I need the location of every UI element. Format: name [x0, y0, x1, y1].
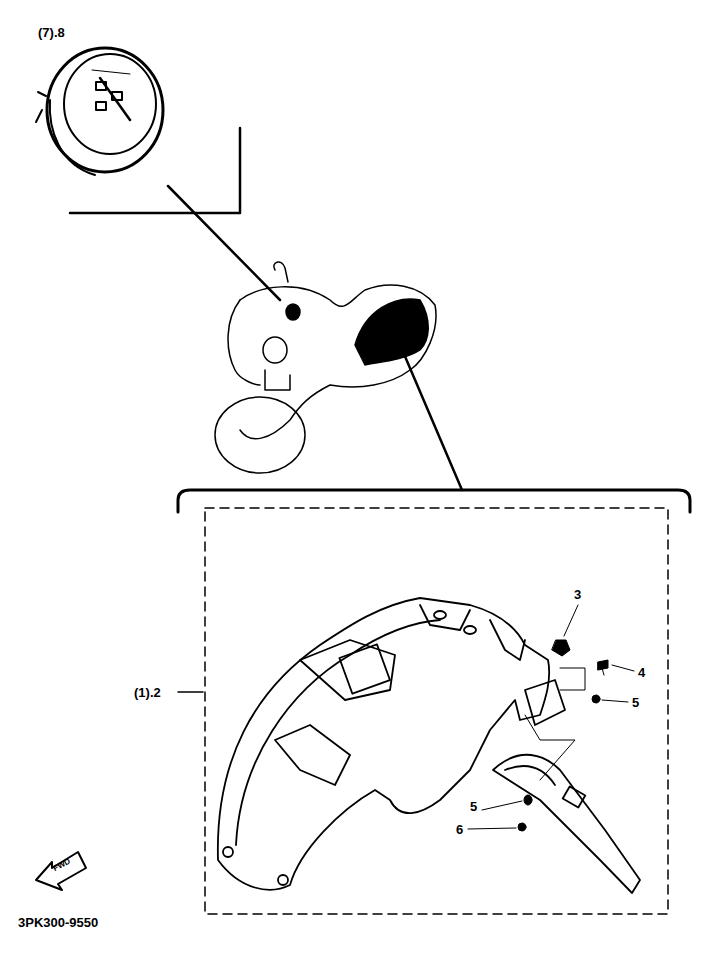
assembly-guide	[525, 668, 585, 780]
callout-number: 5	[470, 800, 477, 813]
washer	[592, 695, 600, 703]
fwd-arrow	[36, 852, 86, 890]
leader-line	[398, 340, 462, 490]
callout-number: 3	[574, 588, 581, 601]
callout-number: (7).8	[38, 26, 65, 39]
callout-number: 4	[638, 666, 645, 679]
washer	[524, 795, 532, 805]
bracket	[70, 128, 240, 213]
drawing-code: 3PK300-9550	[18, 916, 98, 929]
assembly-box	[205, 508, 668, 914]
callout-number: (1).2	[134, 686, 161, 699]
rear-fender	[218, 598, 565, 890]
leader-line	[168, 186, 280, 300]
callout-number: 6	[456, 823, 463, 836]
mudflap	[493, 755, 640, 893]
leader-line	[178, 691, 203, 693]
callout-leader	[468, 605, 634, 829]
nut	[552, 640, 570, 656]
screw	[598, 660, 608, 675]
nut	[518, 823, 526, 831]
callout-number: 5	[632, 696, 639, 709]
motorcycle-silhouette	[215, 262, 436, 473]
speedometer	[36, 48, 163, 175]
